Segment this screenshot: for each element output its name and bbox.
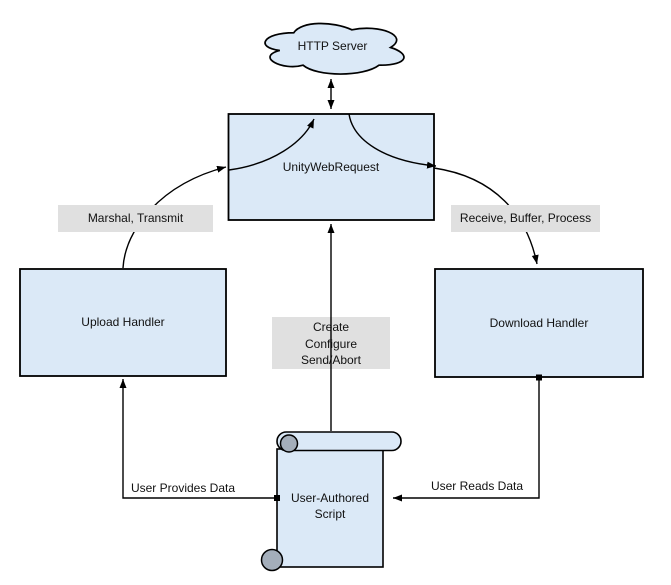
download-handler-box	[434, 268, 644, 378]
uwr-to-download-arrow	[433, 167, 539, 265]
script-scroll-top-curl	[279, 434, 299, 453]
script-scroll-bottom-curl	[260, 548, 284, 572]
uwr-internal-download-arrow	[348, 113, 437, 169]
user-reads-data-label: User Reads Data	[430, 479, 524, 493]
user-authored-script-label: User-Authored Script	[290, 491, 370, 521]
script-to-upload-arrow	[119, 379, 277, 499]
unitywebrequest-label: UnityWebRequest	[282, 160, 380, 174]
download-to-script-arrow	[393, 378, 540, 502]
upload-handler-label: Upload Handler	[81, 315, 165, 329]
user-provides-data-label: User Provides Data	[130, 481, 236, 495]
unitywebrequest-box	[227, 113, 435, 221]
uwr-internal-upload-arrow	[228, 118, 315, 171]
connector-dot-download-bottom	[536, 374, 542, 381]
marshal-transmit-label: Marshal, Transmit	[58, 205, 213, 232]
receive-buffer-process-label: Receive, Buffer, Process	[451, 205, 600, 232]
create-configure-send-abort-label: Create Configure Send/Abort	[300, 320, 362, 367]
upload-handler-box	[19, 268, 227, 377]
http-server-cloud-shape	[264, 22, 405, 75]
script-scroll-roll	[276, 431, 402, 452]
http-server-label: HTTP Server	[297, 39, 368, 53]
connector-dot-script-left	[274, 495, 280, 501]
download-handler-label: Download Handler	[489, 316, 589, 330]
